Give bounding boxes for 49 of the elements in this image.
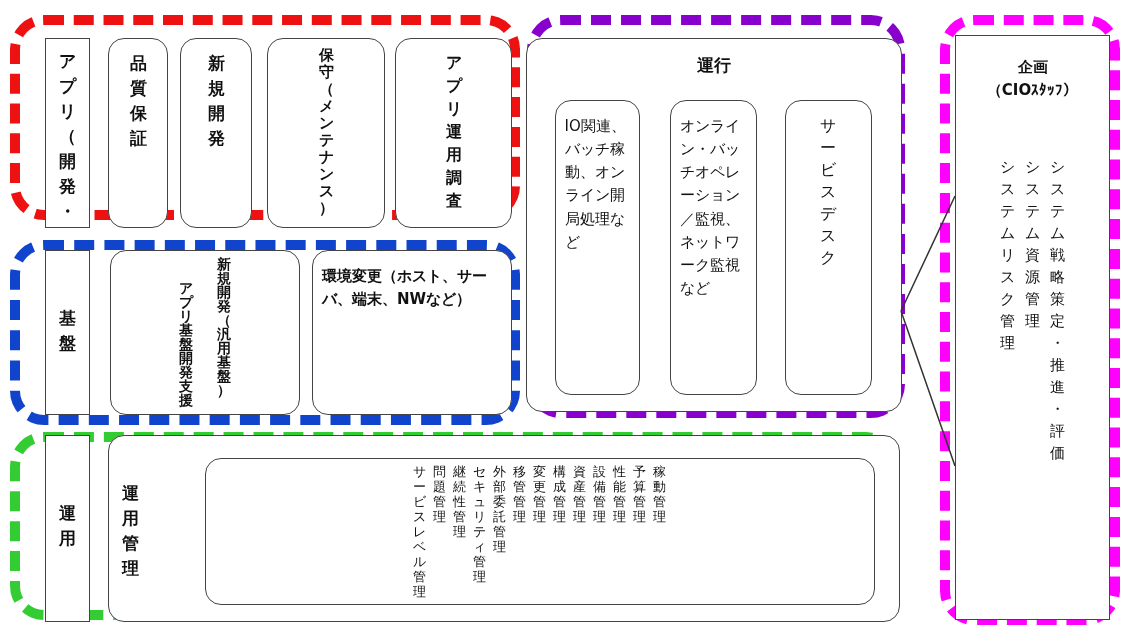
box-label: オンライン・バッチオペレーション／監視、ネットワーク監視など	[678, 115, 741, 300]
box-label: 保守（メンテナンス）	[317, 47, 335, 217]
box-label: 移管管理	[512, 463, 527, 524]
box-label: アプリ基盤開発支援	[178, 281, 194, 407]
box-label: 問題管理	[432, 463, 447, 524]
process-box	[45, 38, 90, 228]
process-box	[784, 99, 872, 395]
box-label: 性能管理	[612, 463, 627, 524]
box-label: 運用	[58, 502, 77, 550]
process-box	[180, 38, 252, 228]
box-label: 設備管理	[592, 463, 607, 524]
process-box	[267, 38, 385, 228]
box-label: サービスデスク	[819, 114, 837, 269]
group-frame	[10, 240, 520, 425]
box-label: 新規開発（汎用基盤）	[216, 257, 232, 397]
box-label: 基盤	[58, 307, 77, 355]
box-title: 企画	[1017, 57, 1048, 78]
process-box	[108, 38, 168, 228]
box-label: サービスレベル管理	[412, 463, 427, 599]
process-box	[955, 35, 1110, 620]
box-label: 資産管理	[572, 463, 587, 524]
box-label: セキュリティ管理	[472, 463, 487, 584]
process-box	[395, 38, 512, 228]
box-label: システム資源管理	[1024, 157, 1041, 332]
box-label: アプリ運用調査	[444, 52, 463, 212]
box-label: 稼動管理	[652, 463, 667, 524]
box-label: 継続性管理	[452, 463, 467, 539]
process-box	[312, 250, 512, 415]
box-label: アプリ（開発・	[58, 50, 77, 223]
process-box	[45, 435, 90, 622]
box-label: 品質保証	[128, 52, 148, 150]
process-box	[110, 250, 300, 415]
box-label: 構成管理	[552, 463, 567, 524]
box-label: 新規開発	[206, 52, 226, 150]
box-label: 予算管理	[632, 463, 647, 524]
box-title: 運行	[697, 54, 731, 77]
box-label: 環境変更（ホスト、サーバ、端末、NWなど）	[320, 266, 488, 311]
box-label: 運用管理	[121, 482, 140, 580]
process-box	[45, 250, 90, 415]
box-label: システム戦略策定・推進・評価	[1049, 157, 1066, 464]
process-box	[204, 457, 875, 605]
process-box	[554, 99, 640, 395]
box-label: システムリスク管理	[999, 157, 1016, 354]
box-title: （CIOｽﾀｯﾌ）	[986, 79, 1079, 101]
process-box	[669, 99, 757, 395]
box-label: IO関連、バッチ稼動、オンライン開局処理など	[563, 115, 627, 253]
group-frame	[940, 15, 1120, 625]
box-label: 変更管理	[532, 463, 547, 524]
box-label: 外部委託管理	[492, 463, 507, 554]
